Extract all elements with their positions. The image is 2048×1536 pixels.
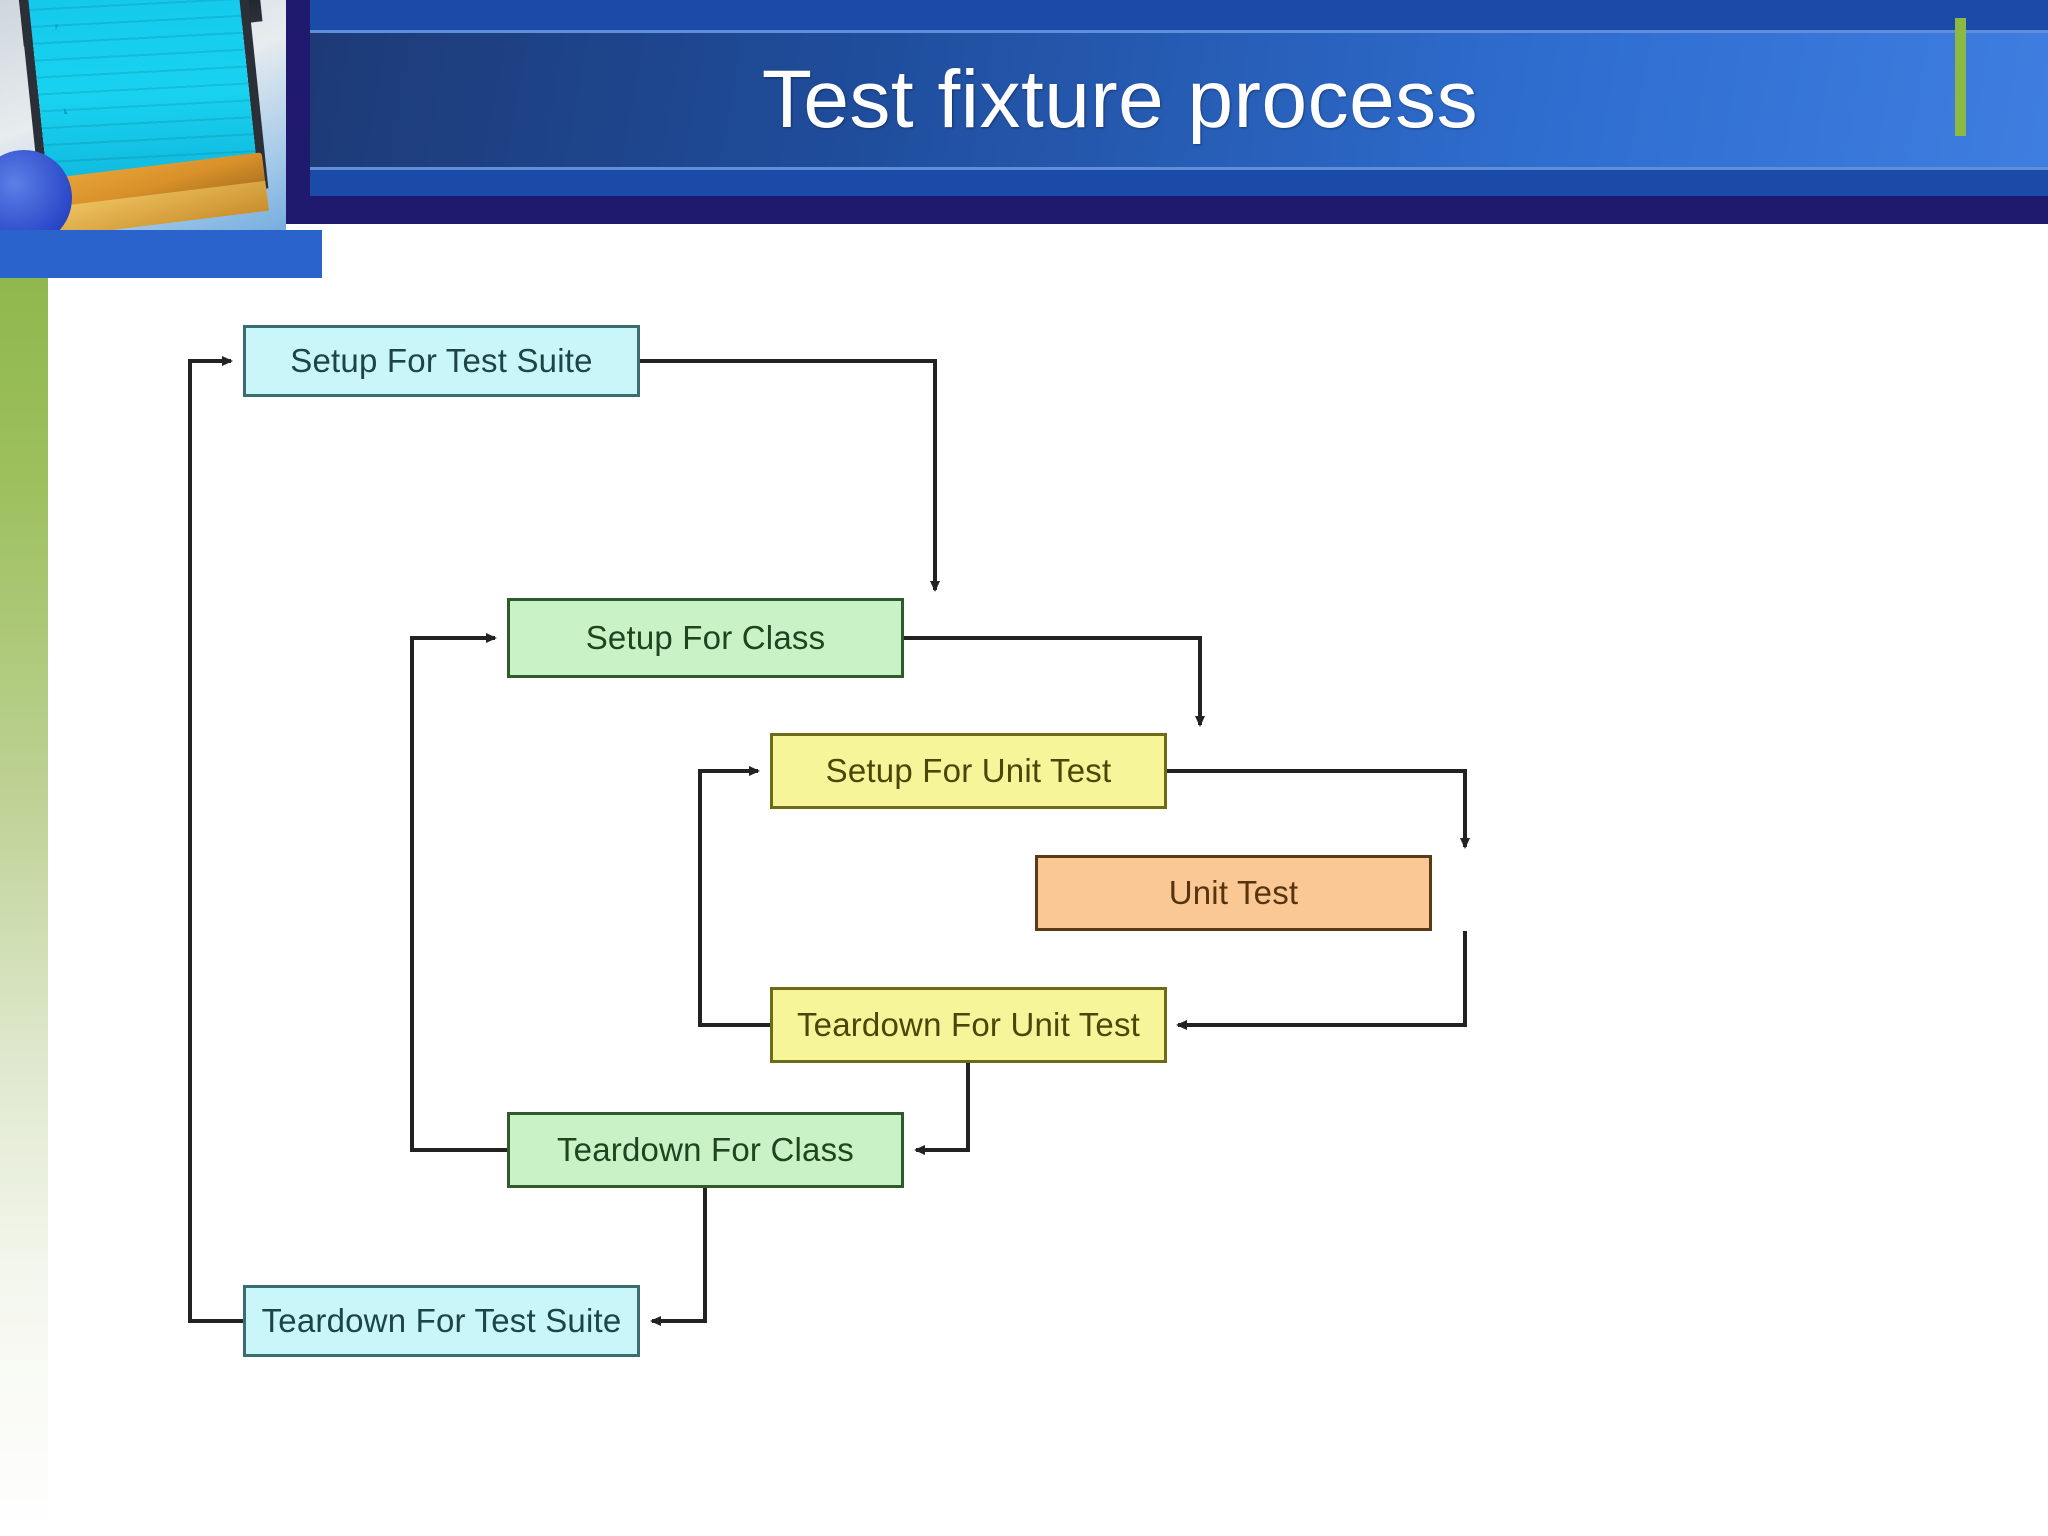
header-hairline-bottom [310,167,2048,170]
node-setup-unit-test[interactable]: Setup For Unit Test [770,733,1167,809]
node-teardown-class[interactable]: Teardown For Class [507,1112,904,1188]
slide-header: Test fixture process [0,0,2048,224]
node-unit-test[interactable]: Unit Test [1035,855,1432,931]
flowchart-connectors [188,356,1470,1326]
laptop-photo-icon [0,0,286,243]
node-teardown-unit-test[interactable]: Teardown For Unit Test [770,987,1167,1063]
page-title: Test fixture process [761,54,1479,145]
edge-setup-unit-to-unit-test [1167,769,1470,849]
header-dark-rule [0,196,2048,224]
header-title-plate [310,33,2048,167]
node-setup-test-suite[interactable]: Setup For Test Suite [243,325,640,397]
blue-sphere-icon [0,150,72,243]
edge-teardown-class-to-teardown-suite [650,1188,707,1326]
edge-unit-test-to-teardown-unit [1176,931,1467,1030]
test-fixture-flowchart: Setup For Test Suite Setup For Class Set… [0,224,2048,1536]
header-top-strip [310,0,2048,30]
node-teardown-test-suite[interactable]: Teardown For Test Suite [243,1285,640,1357]
edge-loop-class [410,633,507,1152]
laptop-screen-scribble [55,16,215,115]
edge-setup-suite-to-setup-class [640,359,940,592]
edge-teardown-unit-to-teardown-class [914,1063,970,1155]
edge-setup-class-to-setup-unit [904,636,1205,727]
logo-under-bar [0,230,322,278]
header-hairline-top [310,30,2048,33]
header-bottom-strip [310,170,2048,196]
edge-loop-test-suite [188,356,243,1323]
node-setup-class[interactable]: Setup For Class [507,598,904,678]
header-green-accent-bar [1955,18,1966,136]
edge-loop-unit-test [698,766,770,1027]
left-accent-gradient [0,278,48,1536]
